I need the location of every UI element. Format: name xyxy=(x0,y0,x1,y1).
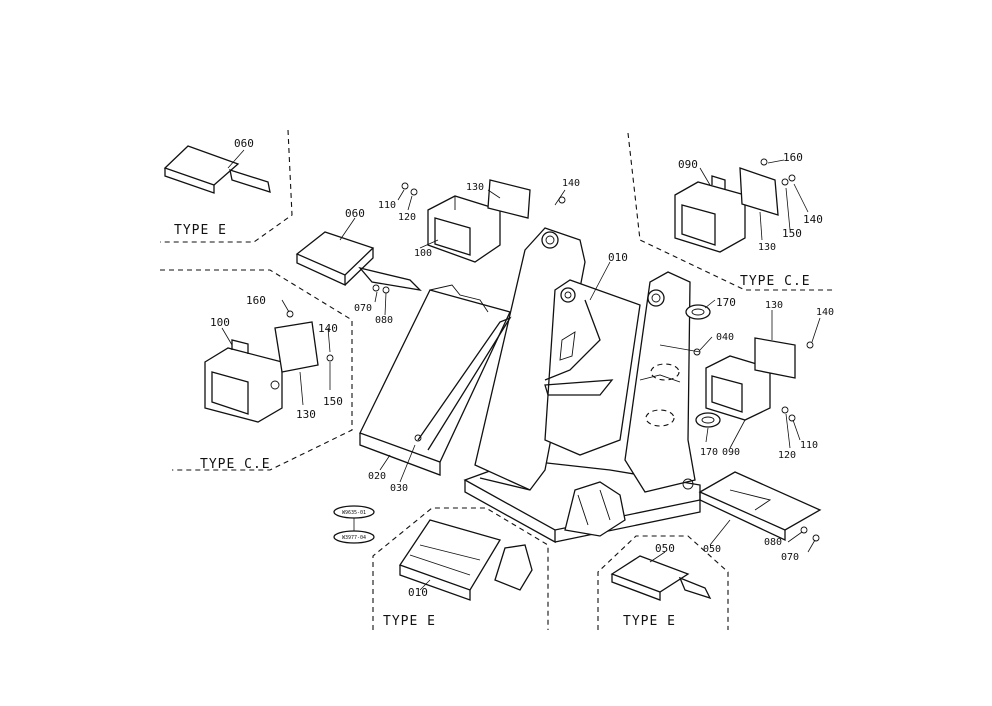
inset-050-type-e xyxy=(610,555,712,601)
part-170-grommets xyxy=(645,304,721,428)
part-number: 060 xyxy=(345,207,365,220)
part-090-bracket-main xyxy=(693,337,814,422)
inset-060-type-e xyxy=(163,145,271,194)
tag-label: W9635-01 xyxy=(342,510,366,516)
part-number: 100 xyxy=(210,316,230,329)
type-label: TYPE C.E xyxy=(200,457,271,472)
part-number: 170 xyxy=(700,447,718,458)
part-number: 090 xyxy=(722,447,740,458)
part-number: 130 xyxy=(296,408,316,421)
part-number: 160 xyxy=(246,294,266,307)
reference-tags: W9635-01 W3977-04 xyxy=(333,505,375,544)
inset-090-type-ce xyxy=(674,158,796,253)
part-number: 020 xyxy=(368,471,386,482)
part-number: 150 xyxy=(782,227,802,240)
part-number: 050 xyxy=(703,544,721,555)
inset-010-type-e xyxy=(398,519,533,601)
part-number: 040 xyxy=(716,332,734,343)
part-number: 100 xyxy=(414,248,432,259)
part-number: 170 xyxy=(716,296,736,309)
part-number: 160 xyxy=(783,151,803,164)
part-number: 120 xyxy=(778,450,796,461)
type-label: TYPE E xyxy=(174,223,227,238)
part-050-cover-main xyxy=(698,471,822,542)
part-number: 110 xyxy=(378,200,396,211)
type-label: TYPE C.E xyxy=(740,274,811,289)
part-number: 140 xyxy=(562,178,580,189)
part-number: 070 xyxy=(354,303,372,314)
type-labels: TYPE E TYPE C.E TYPE C.E TYPE E TYPE E xyxy=(174,223,811,629)
part-number: 080 xyxy=(764,537,782,548)
part-number: 130 xyxy=(758,242,776,253)
part-number: 120 xyxy=(398,212,416,223)
inset-boundaries xyxy=(160,129,833,630)
part-number: 110 xyxy=(800,440,818,451)
part-number: 010 xyxy=(608,251,628,264)
part-number-labels: 060 060 010 010 020 030 040 050 050 070 … xyxy=(210,137,834,599)
part-number: 070 xyxy=(781,552,799,563)
part-number: 140 xyxy=(803,213,823,226)
type-label: TYPE E xyxy=(383,614,436,629)
part-number: 080 xyxy=(375,315,393,326)
part-number: 130 xyxy=(765,300,783,311)
part-number: 130 xyxy=(466,182,484,193)
leader-lines xyxy=(221,149,821,591)
type-label: TYPE E xyxy=(623,614,676,629)
part-number: 150 xyxy=(323,395,343,408)
part-100-bracket-top xyxy=(401,179,566,263)
tag-label: W3977-04 xyxy=(342,535,366,541)
part-number: 030 xyxy=(390,483,408,494)
part-020-cover xyxy=(359,284,512,476)
main-frame xyxy=(463,227,701,544)
part-060-cover-main xyxy=(295,231,422,294)
inset-100-type-ce xyxy=(204,310,334,423)
part-number: 090 xyxy=(678,158,698,171)
part-number: 060 xyxy=(234,137,254,150)
part-number: 140 xyxy=(318,322,338,335)
part-number: 010 xyxy=(408,586,428,599)
part-number: 140 xyxy=(816,307,834,318)
part-number: 050 xyxy=(655,542,675,555)
